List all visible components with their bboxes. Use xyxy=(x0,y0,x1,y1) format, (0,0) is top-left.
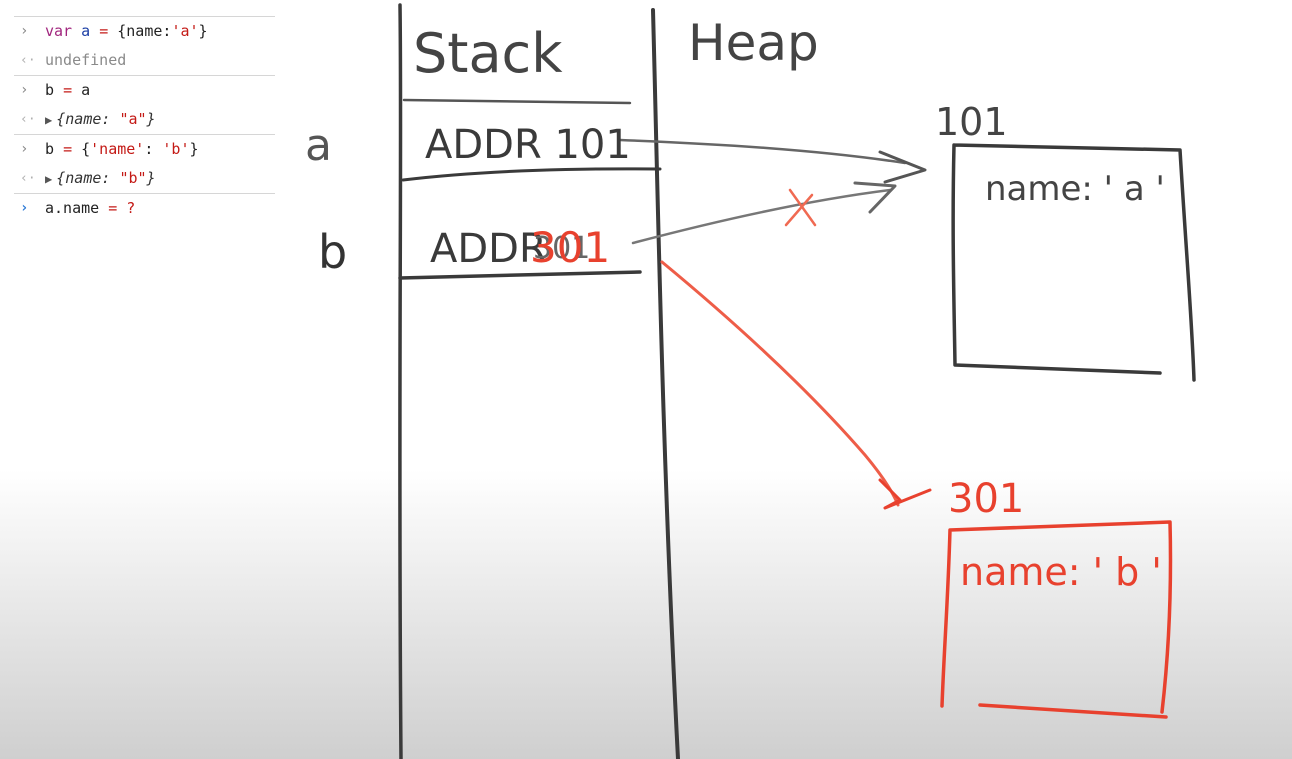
console-text: b = {'name': 'b'} xyxy=(45,135,199,164)
console-text: ▶{name: "b"} xyxy=(45,164,156,194)
arrowhead-b xyxy=(853,181,897,214)
result-arrow-icon: ‹· xyxy=(20,53,36,68)
prompt-chevron-icon: › xyxy=(20,82,29,98)
result-arrow-icon: ‹· xyxy=(20,112,36,127)
stack-label: Stack xyxy=(413,22,563,85)
console-token: b xyxy=(45,140,64,158)
result-arrow-icon: ‹· xyxy=(20,171,36,186)
console-token: {name: xyxy=(56,110,120,128)
arrow-b-to-301 xyxy=(660,260,900,507)
console-token: = xyxy=(63,140,73,158)
console-token: = xyxy=(63,81,73,99)
console-token: a xyxy=(72,81,91,99)
expand-triangle-icon[interactable]: ▶ xyxy=(45,113,53,127)
console-token: "b" xyxy=(119,169,147,187)
console-token: "a" xyxy=(119,110,147,128)
console-token: var xyxy=(45,22,73,40)
var-a-label: a xyxy=(305,120,332,171)
stack-divider-2 xyxy=(401,167,662,182)
stack-cell-a: ADDR 101 xyxy=(425,122,631,168)
expand-triangle-icon[interactable]: ▶ xyxy=(45,172,53,186)
console-text: undefined xyxy=(45,46,126,75)
arrow-b-to-101 xyxy=(631,188,892,245)
console-token: } xyxy=(146,169,156,187)
console-token: ? xyxy=(126,199,136,217)
console-token: 'name' xyxy=(90,140,145,158)
var-b-label: b xyxy=(318,225,347,279)
console-token: {name: xyxy=(108,22,172,40)
console-token: : xyxy=(144,140,163,158)
console-text: b = a xyxy=(45,76,90,105)
console-command-line: › b = {'name': 'b'} xyxy=(14,134,275,164)
console-token: } xyxy=(198,22,208,40)
heap-object-101: name: ' a ' xyxy=(985,169,1165,209)
heap-label: Heap xyxy=(688,14,819,72)
heap-address-101: 101 xyxy=(935,100,1008,144)
console-token: } xyxy=(189,140,199,158)
heap-object-301: name: ' b ' xyxy=(960,550,1162,594)
stack-right-line xyxy=(651,8,680,759)
console-token: { xyxy=(72,140,91,158)
console-token: } xyxy=(146,110,156,128)
stack-cell-b-new: 301 xyxy=(530,223,610,272)
console-token: {name: xyxy=(56,169,120,187)
cross-mark-icon xyxy=(784,188,817,227)
console-result-line: ‹· undefined xyxy=(14,46,275,75)
stack-left-line xyxy=(398,3,403,759)
prompt-chevron-icon: › xyxy=(20,141,29,157)
heap-box-101 xyxy=(951,143,1196,382)
console-token: a.name xyxy=(45,199,109,217)
stack-cell-b-prefix: ADDR xyxy=(430,226,547,272)
console-token: = xyxy=(108,199,118,217)
console-result-line: ‹· ▶{name: "b"} xyxy=(14,164,275,193)
console-token: 'a' xyxy=(171,22,199,40)
console-command-line: › var a = {name:'a'} xyxy=(14,16,275,46)
stack-divider-1 xyxy=(402,98,632,105)
console-token: 'b' xyxy=(162,140,190,158)
console-token: a xyxy=(81,22,91,40)
devtools-console: ›var a = {name:'a'}‹·undefined›b = a‹·▶{… xyxy=(14,16,275,223)
console-text: ▶{name: "a"} xyxy=(45,105,156,135)
arrow-a-to-101 xyxy=(618,138,907,165)
prompt-chevron-icon: › xyxy=(20,200,29,216)
console-command-line: › b = a xyxy=(14,75,275,105)
heap-address-301: 301 xyxy=(948,476,1024,522)
arrowhead-red xyxy=(878,478,932,510)
console-token: undefined xyxy=(45,51,127,69)
prompt-chevron-icon: › xyxy=(20,23,29,39)
heap-box-301 xyxy=(940,520,1173,719)
console-token: b xyxy=(45,81,64,99)
console-text[interactable]: a.name = ? xyxy=(45,194,135,223)
stack-cell-b-old: 301 xyxy=(533,231,590,266)
console-token: = xyxy=(99,22,109,40)
console-result-line: ‹· ▶{name: "a"} xyxy=(14,105,275,134)
console-text: var a = {name:'a'} xyxy=(45,17,208,46)
arrowhead-a xyxy=(878,150,927,184)
console-input-line[interactable]: › a.name = ? xyxy=(14,193,275,223)
stack-divider-3 xyxy=(398,270,642,280)
